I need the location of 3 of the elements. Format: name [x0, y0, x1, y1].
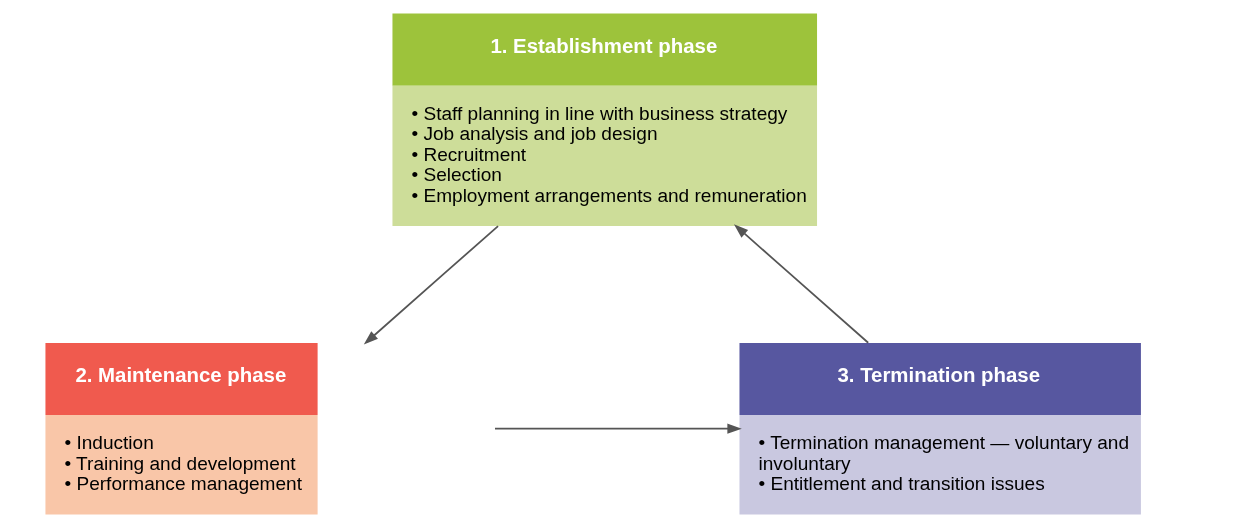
- arrow: [494, 423, 742, 434]
- arrow: [733, 224, 870, 344]
- arrow: [363, 225, 499, 345]
